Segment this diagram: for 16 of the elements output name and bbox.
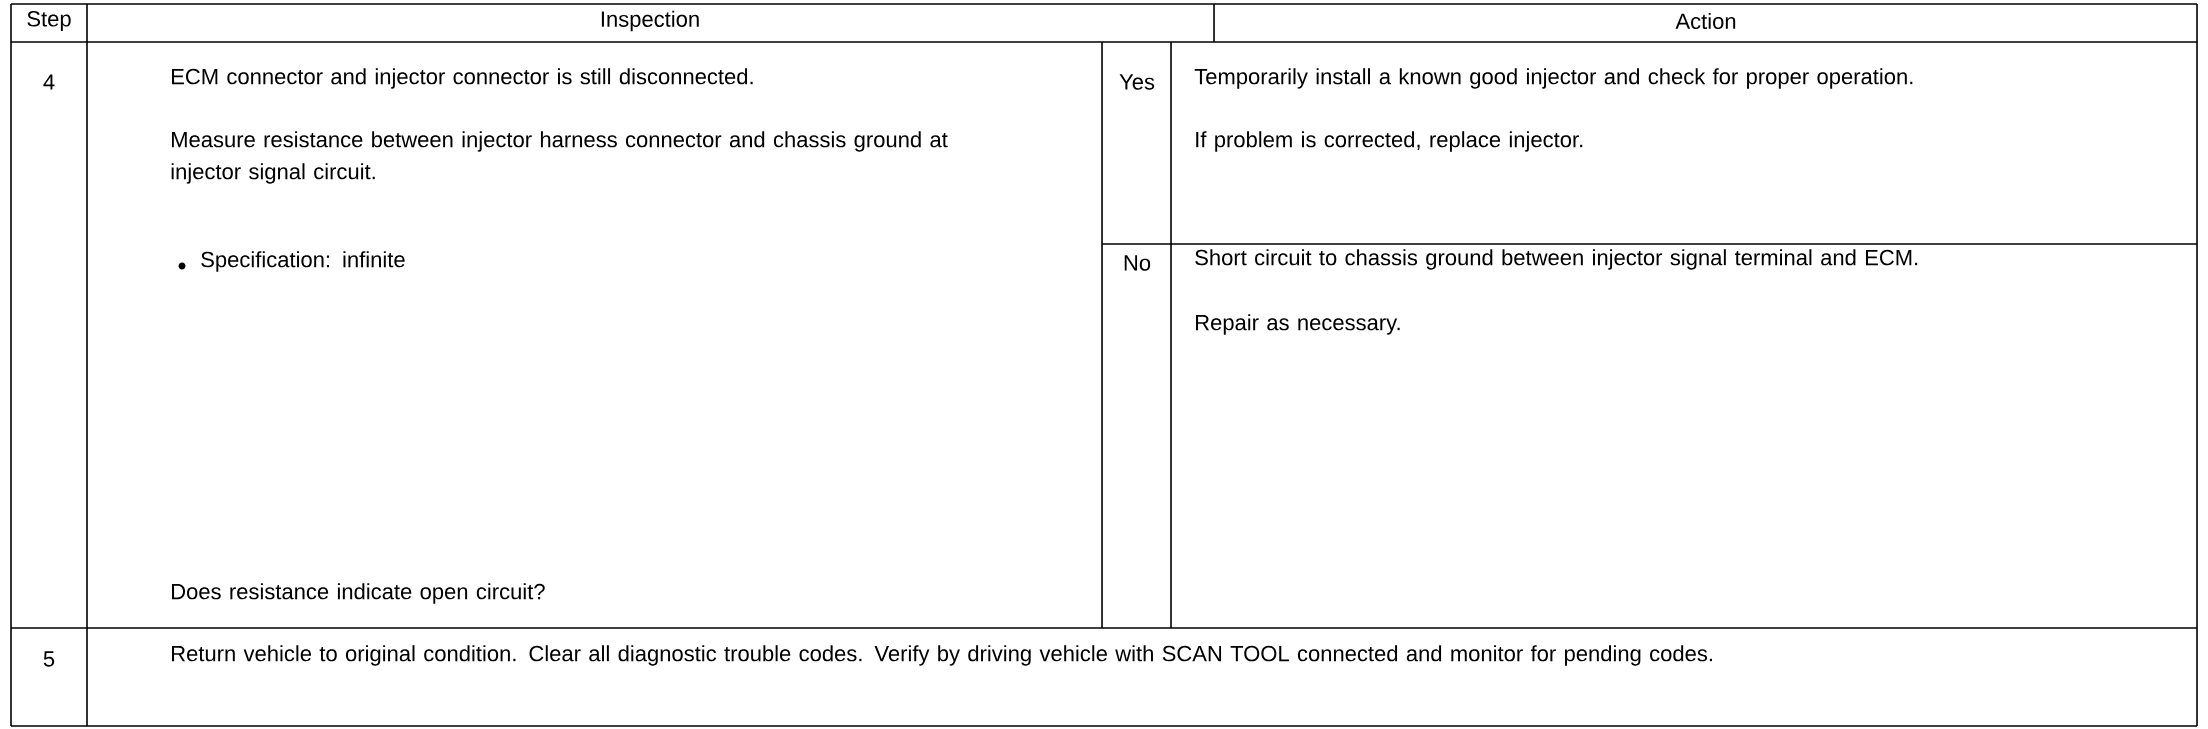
column-header: Inspection bbox=[601, 10, 699, 32]
step-number: 5 bbox=[43, 651, 55, 667]
column-header: Step bbox=[27, 11, 71, 31]
paragraph: Temporarily install a known good injector and check for proper operation. bbox=[1194, 68, 1913, 89]
paragraph: Repair as necessary. bbox=[1196, 314, 1400, 335]
step-number: 4 bbox=[43, 74, 55, 90]
column-header: Action bbox=[1675, 12, 1736, 30]
question-text: Does resistance indicate open circuit? bbox=[172, 583, 545, 604]
paragraph: If problem is corrected, replace injector. bbox=[1196, 131, 1583, 152]
paragraph: Short circuit to chassis ground between injector signal terminal and ECM. bbox=[1195, 249, 1918, 270]
paragraph: Return vehicle to original condition. Clear all diagnostic trouble codes. Verify by driving vehicle with SCAN TOOL connected and monitor for pending codes. bbox=[172, 645, 1712, 666]
answer-label: No bbox=[1124, 255, 1151, 271]
answer-label: Yes bbox=[1119, 74, 1155, 90]
paragraph: Measure resistance between injector harness connector and chassis ground at injector signal circuit. bbox=[171, 131, 948, 184]
bullet-item: Specification: infinite bbox=[201, 251, 405, 272]
paragraph: ECM connector and injector connector is still disconnected. bbox=[172, 68, 753, 89]
